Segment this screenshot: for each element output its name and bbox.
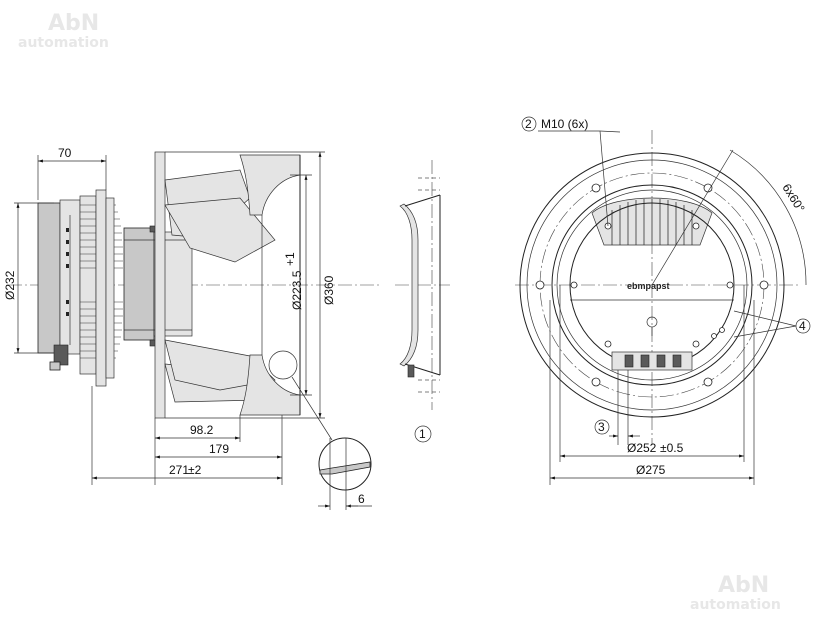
dim-271: 271: [169, 463, 189, 477]
callout-2: [521, 116, 537, 132]
inlet-nozzle-view: 1: [395, 160, 450, 443]
impeller-backplate: [154, 151, 166, 419]
brand-label: ebmpapst: [627, 281, 670, 291]
dim-252-tol: ±0.5: [660, 441, 684, 455]
electronics-housing: [37, 202, 61, 354]
side-view: 70 Ø232 Ø223.5 +1 Ø360 98.2 179 271 ±2: [3, 146, 380, 510]
svg-text:2: 2: [525, 117, 532, 131]
front-view: ebmpapst 2 M10 (6x) 6x60°: [515, 116, 811, 485]
dim-6: 6: [358, 492, 365, 506]
svg-text:1: 1: [419, 427, 426, 441]
callout-3: [594, 419, 610, 435]
thread-label: M10 (6x): [541, 117, 588, 131]
dim-70: 70: [58, 146, 72, 160]
dim-232: Ø232: [3, 270, 17, 300]
dim-271-tol: ±2: [188, 463, 202, 477]
dim-252: Ø252: [627, 441, 657, 455]
dim-98: 98.2: [190, 423, 214, 437]
outer-ring: [519, 152, 785, 418]
svg-text:automation: automation: [18, 35, 109, 51]
svg-text:4: 4: [799, 319, 806, 333]
svg-text:AbN: AbN: [48, 11, 99, 36]
callout-1: [414, 425, 432, 443]
motor-rotor: [123, 227, 155, 341]
angle-arc: [729, 149, 807, 286]
watermark-bottom-right: AbN automation: [690, 573, 781, 613]
dim-360: Ø360: [322, 275, 336, 305]
detail-circle: [318, 437, 372, 491]
dim-223-tol: +1: [283, 252, 297, 266]
angle-label: 6x60°: [779, 181, 807, 215]
dim-223: Ø223.5: [290, 270, 304, 310]
svg-text:automation: automation: [690, 597, 781, 613]
svg-text:AbN: AbN: [718, 573, 769, 598]
dim-179: 179: [209, 442, 229, 456]
bolt-holes: [535, 183, 769, 387]
cable-gland: [53, 344, 69, 366]
dim-275: Ø275: [636, 463, 666, 477]
watermark-top-left: AbN automation: [18, 11, 109, 51]
svg-text:3: 3: [598, 420, 605, 434]
